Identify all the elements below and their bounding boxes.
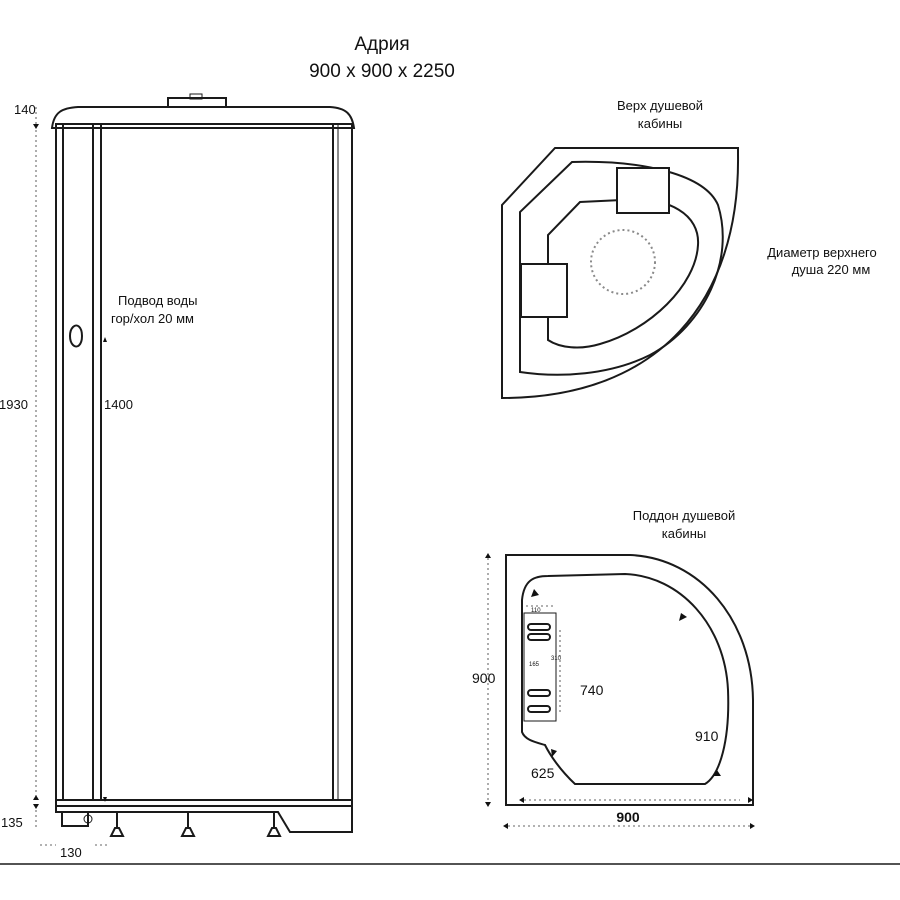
top-back-block: [616, 167, 670, 214]
top-inner-contour: [547, 198, 700, 349]
water-supply-label-2: гор/хол 20 мм: [111, 311, 194, 326]
tray-title-2: кабины: [662, 526, 706, 541]
top-view-title-2: кабины: [638, 116, 682, 131]
leg-left: [109, 812, 125, 837]
tray-title-1: Поддон душевой: [633, 508, 735, 523]
tray-dim-bottom-900: 900: [616, 809, 640, 825]
top-view-title-1: Верх душевой: [617, 98, 703, 113]
side-panel-strip: [92, 123, 102, 801]
door-handle: [69, 324, 84, 348]
dim-top-140: 140: [14, 102, 36, 117]
drain-panel: [523, 612, 557, 722]
dim-height-1930: 1930: [0, 397, 28, 412]
tray-dim-left-900: 900: [472, 670, 496, 686]
tray-dim-625: 625: [531, 765, 555, 781]
tray-view: Поддон душевой кабины 110 165 310 900: [472, 508, 755, 829]
dim-water-1400: 1400: [104, 397, 133, 412]
tray-dim-910: 910: [695, 728, 719, 744]
roof-vent-knob: [189, 93, 203, 100]
model-size: 900 x 900 x 2250: [309, 61, 455, 82]
dim-base-130: 130: [60, 845, 82, 860]
top-side-block: [520, 263, 568, 318]
drain-outlet: [61, 811, 89, 827]
tray-inner-contour: [521, 572, 730, 785]
shower-diameter-label-2: душа 220 мм: [792, 262, 871, 277]
shower-diameter-label-1: Диаметр верхнего: [767, 245, 877, 260]
top-middle-contour: [519, 160, 724, 376]
side-view: 140 1930 Подвод воды гор/хол 20 мм 1400 …: [0, 93, 356, 860]
leg-middle: [180, 812, 196, 837]
tray-dim-740: 740: [580, 682, 604, 698]
overhead-shower-circle: [590, 229, 656, 295]
cabin-roof: [50, 106, 356, 129]
water-supply-label-1: Подвод воды: [118, 293, 197, 308]
top-view: Верх душевой кабины Диаметр верхнего душ…: [501, 98, 877, 400]
leg-right: [266, 812, 282, 837]
dim-bottom-135: 135: [1, 815, 23, 830]
tray-dim-165: 165: [529, 662, 540, 668]
tray-dim-110: 110: [531, 608, 541, 614]
tray-outer-outline: [505, 554, 754, 806]
cabin-base: [55, 799, 353, 833]
tray-dim-310: 310: [551, 656, 562, 662]
top-outer-outline: [501, 147, 740, 400]
model-title: Адрия: [354, 34, 409, 55]
roof-vent: [167, 97, 227, 108]
